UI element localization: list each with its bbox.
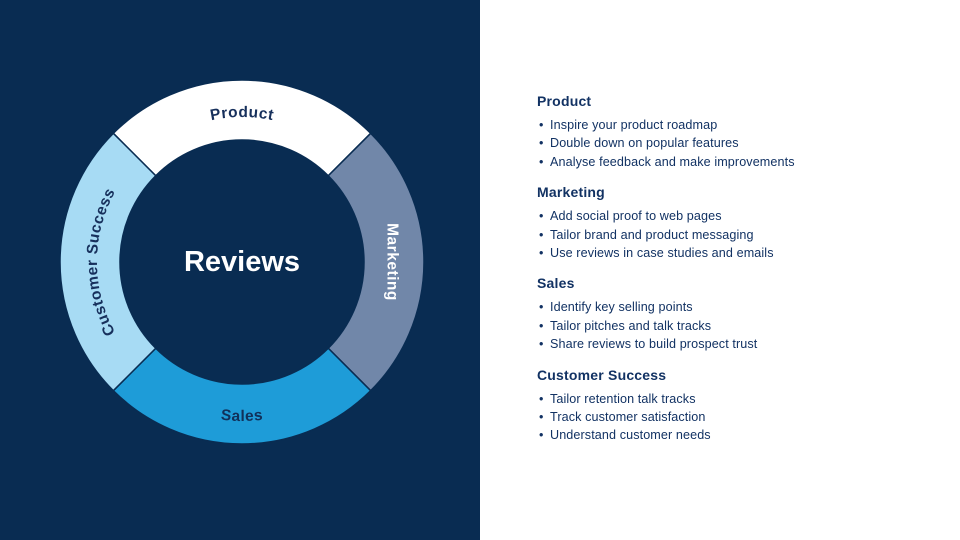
donut-segment-label-marketing: Marketing bbox=[384, 223, 401, 301]
benefit-section-product: ProductInspire your product roadmapDoubl… bbox=[537, 93, 930, 172]
bullet-item: Track customer satisfaction bbox=[537, 408, 930, 427]
section-title: Customer Success bbox=[537, 366, 667, 383]
donut-segment-label-sales: Sales bbox=[220, 407, 264, 425]
benefit-section-marketing: MarketingAdd social proof to web pagesTa… bbox=[537, 184, 930, 263]
section-title: Product bbox=[537, 93, 592, 109]
donut-segment-marketing bbox=[327, 132, 425, 392]
bullet-item: Analyse feedback and make improvements bbox=[537, 153, 930, 172]
donut-center-label: Reviews bbox=[184, 246, 300, 278]
section-bullet-list: Tailor retention talk tracksTrack custom… bbox=[537, 390, 930, 446]
benefits-panel: ProductInspire your product roadmapDoubl… bbox=[480, 0, 960, 540]
bullet-item: Add social proof to web pages bbox=[537, 207, 930, 226]
donut-segment-label-product: Product bbox=[209, 104, 275, 124]
bullet-item: Understand customer needs bbox=[537, 426, 930, 445]
donut-segment-product bbox=[112, 79, 372, 177]
donut-segment-sales bbox=[112, 347, 372, 445]
bullet-item: Tailor retention talk tracks bbox=[537, 390, 930, 409]
section-bullet-list: Inspire your product roadmapDouble down … bbox=[537, 116, 930, 172]
bullet-item: Use reviews in case studies and emails bbox=[537, 244, 930, 263]
section-title: Sales bbox=[537, 275, 575, 292]
bullet-item: Inspire your product roadmap bbox=[537, 116, 930, 135]
bullet-item: Tailor brand and product messaging bbox=[537, 226, 930, 245]
bullet-item: Tailor pitches and talk tracks bbox=[537, 317, 930, 336]
section-title: Marketing bbox=[537, 184, 605, 201]
section-bullet-list: Identify key selling pointsTailor pitche… bbox=[537, 298, 930, 354]
bullet-item: Double down on popular features bbox=[537, 134, 930, 153]
benefit-section-sales: SalesIdentify key selling pointsTailor p… bbox=[537, 275, 930, 354]
bullet-item: Share reviews to build prospect trust bbox=[537, 335, 930, 354]
section-bullet-list: Add social proof to web pagesTailor bran… bbox=[537, 207, 930, 263]
donut-segment-customer-success bbox=[59, 132, 157, 392]
benefit-section-customer-success: Customer SuccessTailor retention talk tr… bbox=[537, 366, 930, 446]
bullet-item: Identify key selling points bbox=[537, 298, 930, 317]
